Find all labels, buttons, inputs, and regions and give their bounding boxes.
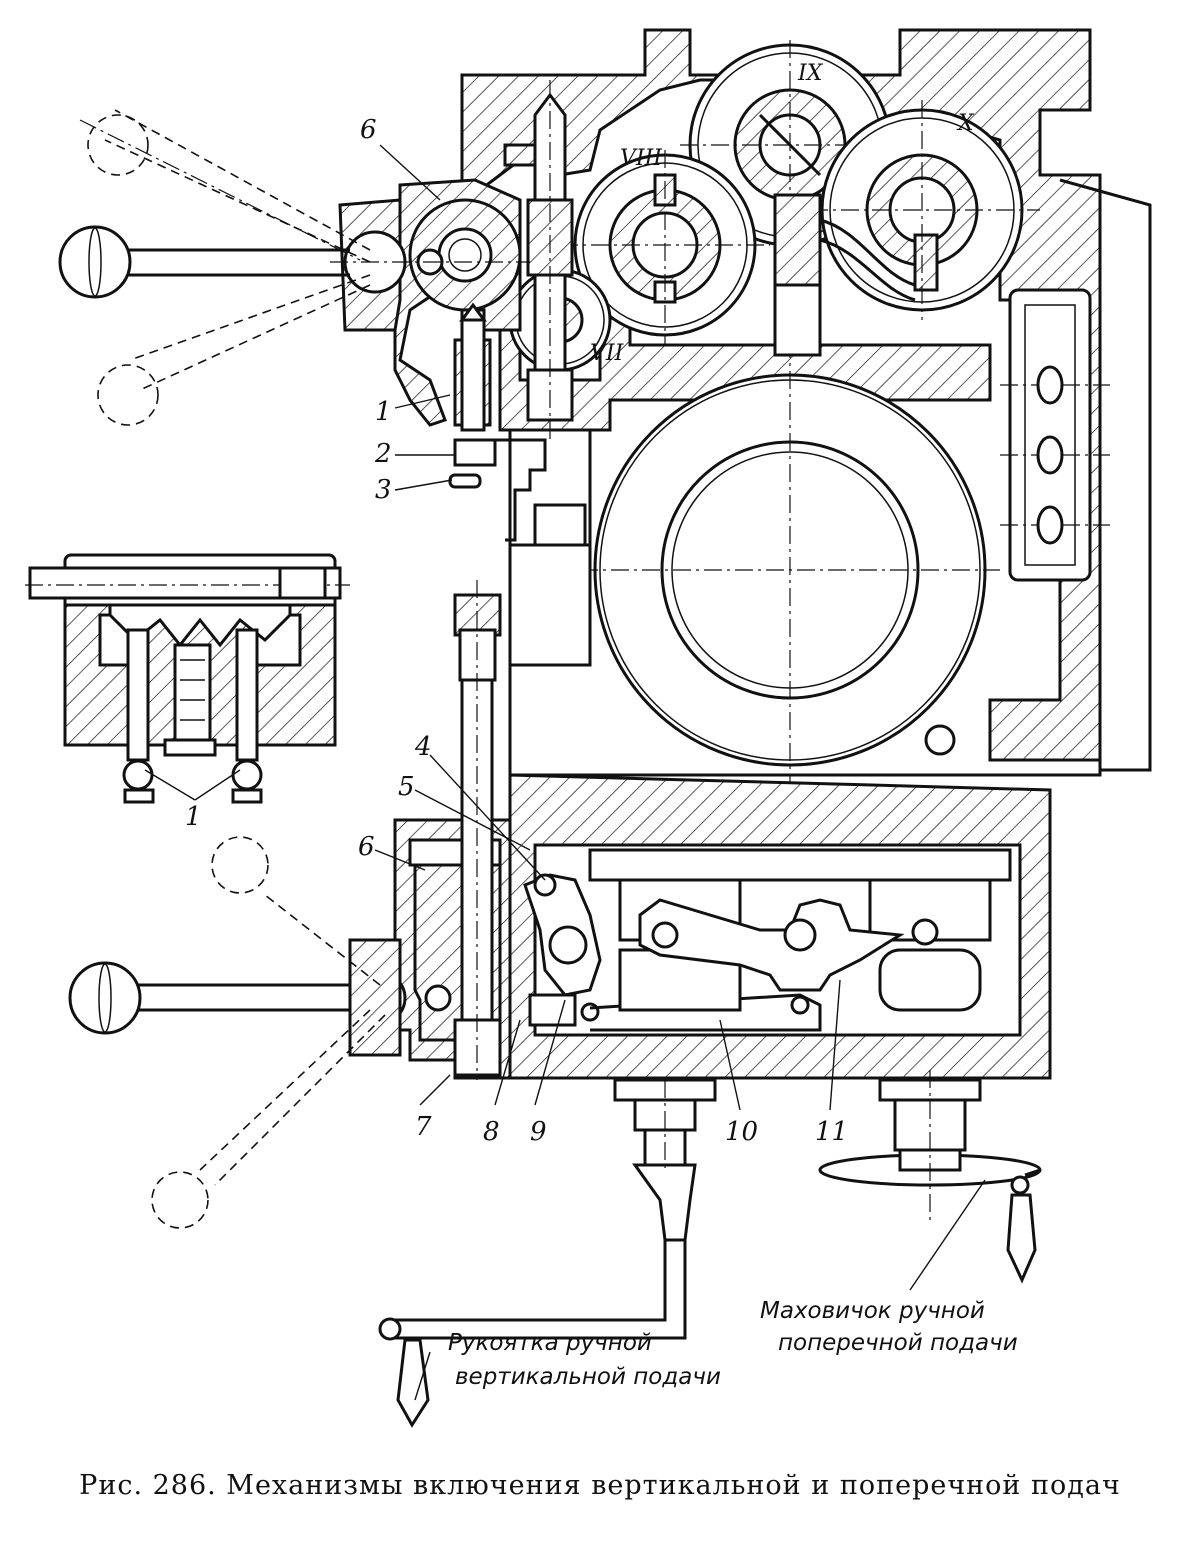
callout-6-lower: 6 (358, 832, 375, 862)
shaft-label-x: X (956, 111, 975, 136)
callout-3: 3 (375, 475, 392, 505)
shaft-label-viii: VIII (620, 146, 663, 171)
callout-6-upper: 6 (360, 115, 377, 145)
callout-1-detail: 1 (185, 802, 202, 832)
callout-10: 10 (725, 1117, 758, 1147)
callout-9: 9 (530, 1117, 547, 1147)
callout-4: 4 (414, 732, 432, 762)
crank-note-line2: вертикальной подачи (455, 1364, 721, 1390)
callout-11: 11 (815, 1117, 848, 1147)
large-disc (580, 340, 1000, 790)
upper-shafts (503, 80, 574, 440)
vertical-feed-crank (378, 1078, 717, 1428)
upper-selector (330, 178, 592, 667)
shaft-label-vii: VII (590, 341, 625, 366)
lower-linkage (523, 848, 1012, 1032)
callout-7: 7 (415, 1112, 432, 1142)
callout-1: 1 (375, 397, 392, 427)
callout-8: 8 (483, 1117, 500, 1147)
left-detail-view (25, 553, 350, 804)
figure-caption: Рис. 286. Механизмы включения вертикальн… (79, 1470, 1121, 1501)
callout-5: 5 (398, 772, 415, 802)
leader-lines (144, 144, 986, 1401)
mechanism-drawing: 1 2 3 6 4 5 6 1 7 8 9 10 11 VII VIII IX … (25, 28, 1152, 1428)
callout-2: 2 (374, 439, 392, 469)
handwheel-note-line1: Маховичок ручной (760, 1298, 985, 1324)
crank-note-line1: Рукоятка ручной (448, 1330, 652, 1356)
cross-feed-handwheel (818, 1070, 1042, 1284)
upper-handle-lever (58, 109, 371, 426)
lower-handle-lever (68, 836, 452, 1229)
upper-gearbox-housing (460, 28, 1152, 777)
shaft-label-ix: IX (797, 61, 824, 86)
handwheel-note-line2: поперечной подачи (778, 1330, 1018, 1356)
